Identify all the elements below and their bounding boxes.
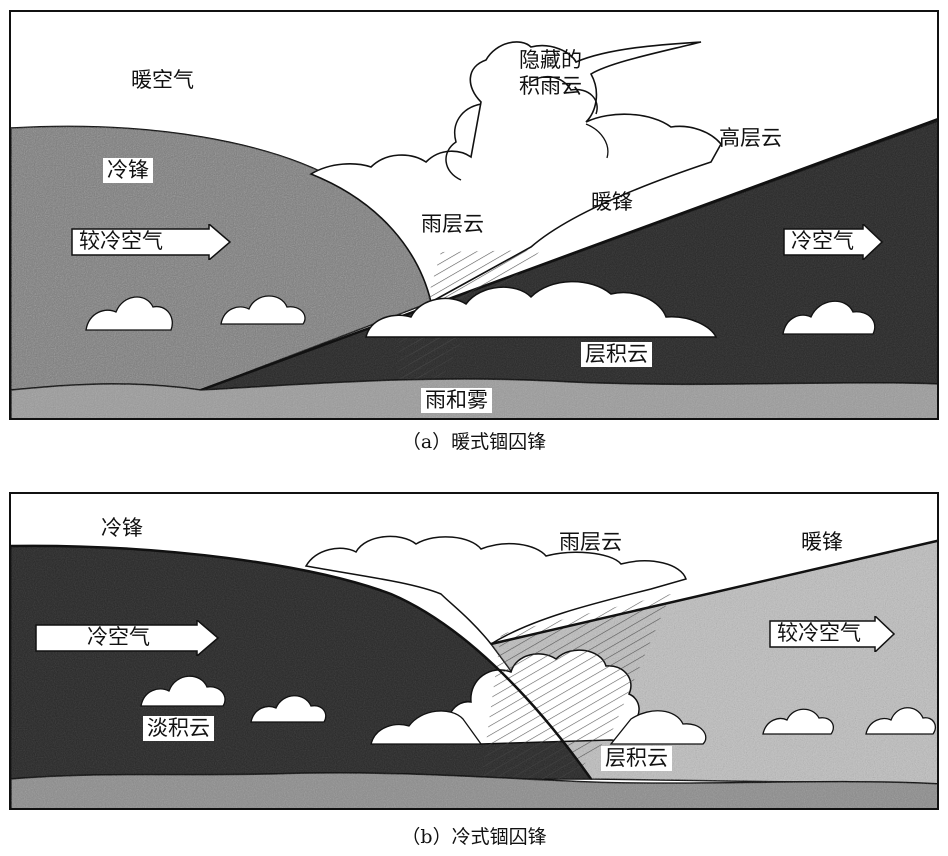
small-cumulus-cloud xyxy=(220,295,306,325)
cold-air-arrow: 冷空气 xyxy=(35,620,219,656)
cold-occlusion-panel: 冷锋 雨层云 暖锋 淡积云 层积云 冷空气 较冷空气 xyxy=(9,492,939,810)
label-warm-front: 暖锋 xyxy=(591,190,633,214)
small-cumulus-cloud xyxy=(140,675,226,707)
label-hidden-cb-2: 积雨云 xyxy=(519,74,582,98)
caption-cold-occlusion: （b）冷式锢囚锋 xyxy=(401,826,547,848)
nimbostratus-cloud xyxy=(304,535,687,645)
label-warm-front: 暖锋 xyxy=(801,530,843,554)
label-nimbostratus: 雨层云 xyxy=(559,530,622,554)
label-cold-front: 冷锋 xyxy=(101,516,143,540)
cooler-air-arrow: 较冷空气 xyxy=(71,224,231,260)
label-cooler-air: 较冷空气 xyxy=(777,621,861,645)
stratocumulus-cloud xyxy=(365,280,718,338)
small-cumulus-cloud xyxy=(865,707,937,735)
cold-air-arrow: 冷空气 xyxy=(783,224,883,260)
label-stratocumulus: 层积云 xyxy=(581,342,652,367)
caption-warm-occlusion: （a）暖式锢囚锋 xyxy=(401,431,547,453)
cold-front-line xyxy=(11,544,593,780)
cooler-air-arrow: 较冷空气 xyxy=(769,616,895,652)
arrow-right-icon xyxy=(783,224,883,260)
small-cumulus-cloud xyxy=(85,296,173,331)
label-stratocumulus: 层积云 xyxy=(601,746,672,771)
label-nimbostratus: 雨层云 xyxy=(421,212,484,236)
label-cumulus-humilis: 淡积云 xyxy=(143,716,214,741)
cold-occlusion-diagram xyxy=(11,535,937,808)
label-hidden-cb-1: 隐藏的 xyxy=(519,48,582,72)
warm-front-line xyxy=(200,118,937,392)
label-cold-air: 冷空气 xyxy=(87,625,150,649)
label-warm-air: 暖空气 xyxy=(131,68,194,92)
small-cumulus-cloud xyxy=(250,695,327,723)
nimbostratus-cloud xyxy=(309,41,722,304)
arrow-right-icon xyxy=(769,616,895,652)
arrow-right-icon xyxy=(35,620,219,656)
arrow-right-icon xyxy=(71,224,231,260)
label-cooler-air: 较冷空气 xyxy=(79,229,163,253)
label-altostratus: 高层云 xyxy=(719,126,782,150)
small-cumulus-cloud xyxy=(782,300,876,335)
warm-front-line xyxy=(490,539,937,646)
warm-occlusion-panel: 暖空气 冷锋 隐藏的 积雨云 高层云 雨层云 暖锋 层积云 雨和雾 较冷空气 冷… xyxy=(9,10,939,420)
label-cold-front: 冷锋 xyxy=(103,158,153,183)
rain-shaft xyxy=(481,594,671,779)
small-cumulus-cloud xyxy=(762,708,834,735)
stratocumulus-cloud xyxy=(370,710,483,745)
label-cold-air: 冷空气 xyxy=(791,229,854,253)
label-rain-fog: 雨和雾 xyxy=(421,388,492,413)
